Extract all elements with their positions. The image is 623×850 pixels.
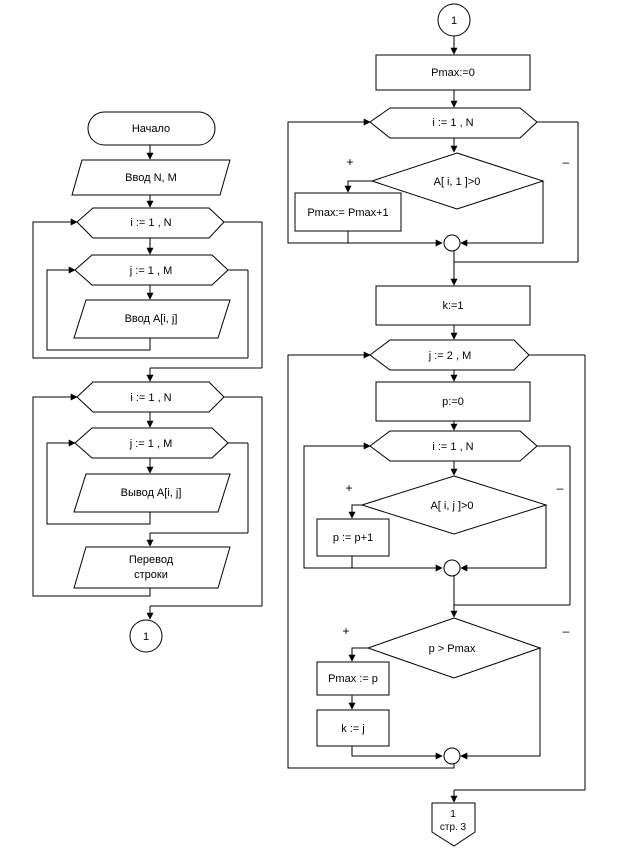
left-input-a-label: Ввод A[i, j]: [125, 313, 178, 325]
right-connector-top: 1: [437, 3, 471, 37]
left-loop-j-2-label: j := 1 , M: [129, 438, 173, 450]
right-p-init-block: p:=0: [375, 381, 531, 422]
right-join-2: [443, 559, 461, 577]
right-flowchart: 1 Pmax:=0 i := 1 , N A[ i, 1 ]>0 + – Pma…: [287, 3, 586, 847]
left-flowchart: Начало Ввод N, M i := 1 , N j := 1 , M В…: [32, 111, 263, 653]
left-start-terminal: Начало: [87, 111, 216, 146]
right-k-init-block: k:=1: [375, 285, 531, 326]
right-cond-1-decision: A[ i, 1 ]>0 + –: [346, 152, 570, 210]
left-output-a-label: Вывод A[i, j]: [121, 487, 182, 499]
left-input-a-block: Ввод A[i, j]: [73, 299, 231, 339]
right-connector-top-label: 1: [451, 15, 457, 27]
right-loop-i-1-label: i := 1 , N: [432, 117, 473, 129]
right-k-set-label: k := j: [341, 723, 365, 735]
left-output-a-block: Вывод A[i, j]: [73, 473, 231, 513]
right-offpage-connector: 1 стр. 3: [431, 802, 476, 847]
left-start-label: Начало: [132, 123, 170, 135]
right-flow-lines: [287, 36, 586, 803]
right-loop-i-2-block: i := 1 , N: [369, 430, 538, 462]
right-pmax-set-label: Pmax := p: [328, 673, 378, 685]
left-connector-label: 1: [143, 631, 149, 643]
left-loop-i-1-block: i := 1 , N: [76, 207, 225, 239]
right-p-inc-label: p := p+1: [333, 532, 373, 544]
right-pmax-init-block: Pmax:=0: [375, 54, 531, 91]
right-join-1: [443, 234, 461, 252]
right-cond-3-plus: +: [342, 624, 349, 638]
right-offpage-label-2: стр. 3: [440, 822, 467, 833]
left-input-nm-label: Ввод N, M: [125, 172, 177, 184]
right-cond-1-label: A[ i, 1 ]>0: [434, 176, 481, 188]
right-loop-j-label: j := 2 , M: [428, 350, 472, 362]
left-loop-i-2-label: i := 1 , N: [130, 392, 171, 404]
right-loop-i-2-label: i := 1 , N: [432, 441, 473, 453]
left-loop-j-2-block: j := 1 , M: [74, 427, 229, 459]
right-cond-2-label: A[ i, j ]>0: [430, 500, 473, 512]
right-cond-1-minus: –: [563, 155, 570, 169]
right-p-init-label: p:=0: [442, 396, 464, 408]
left-newline-label-2: строки: [134, 569, 168, 581]
left-newline-block: Перевод строки: [73, 546, 231, 589]
left-input-nm-block: Ввод N, M: [71, 159, 231, 196]
right-pmax-set-block: Pmax := p: [316, 661, 390, 696]
right-pmax-inc-block: Pmax:= Pmax+1: [294, 192, 402, 232]
right-k-set-block: k := j: [316, 709, 390, 747]
left-loop-i-2-block: i := 1 , N: [76, 381, 225, 413]
right-cond-1-plus: +: [346, 155, 353, 169]
right-loop-j-block: j := 2 , M: [369, 339, 530, 371]
left-newline-label-1: Перевод: [129, 554, 174, 566]
right-join-3: [443, 747, 461, 765]
right-cond-2-minus: –: [557, 481, 564, 495]
right-loop-i-1-block: i := 1 , N: [369, 107, 538, 139]
right-cond-3-minus: –: [563, 624, 570, 638]
right-cond-2-decision: A[ i, j ]>0 + –: [345, 475, 564, 535]
left-flow-lines: [32, 145, 263, 620]
right-cond-3-decision: p > Pmax + –: [342, 617, 570, 679]
left-loop-j-1-label: j := 1 , M: [129, 265, 173, 277]
left-loop-i-1-label: i := 1 , N: [130, 217, 171, 229]
right-cond-2-plus: +: [345, 481, 352, 495]
right-offpage-label-1: 1: [450, 809, 456, 820]
right-pmax-inc-label: Pmax:= Pmax+1: [307, 207, 388, 219]
right-pmax-init-label: Pmax:=0: [431, 67, 475, 79]
right-cond-3-label: p > Pmax: [429, 643, 476, 655]
right-p-inc-block: p := p+1: [316, 518, 390, 557]
left-loop-j-1-block: j := 1 , M: [74, 254, 229, 286]
left-connector: 1: [129, 619, 163, 653]
right-k-init-label: k:=1: [442, 300, 463, 312]
